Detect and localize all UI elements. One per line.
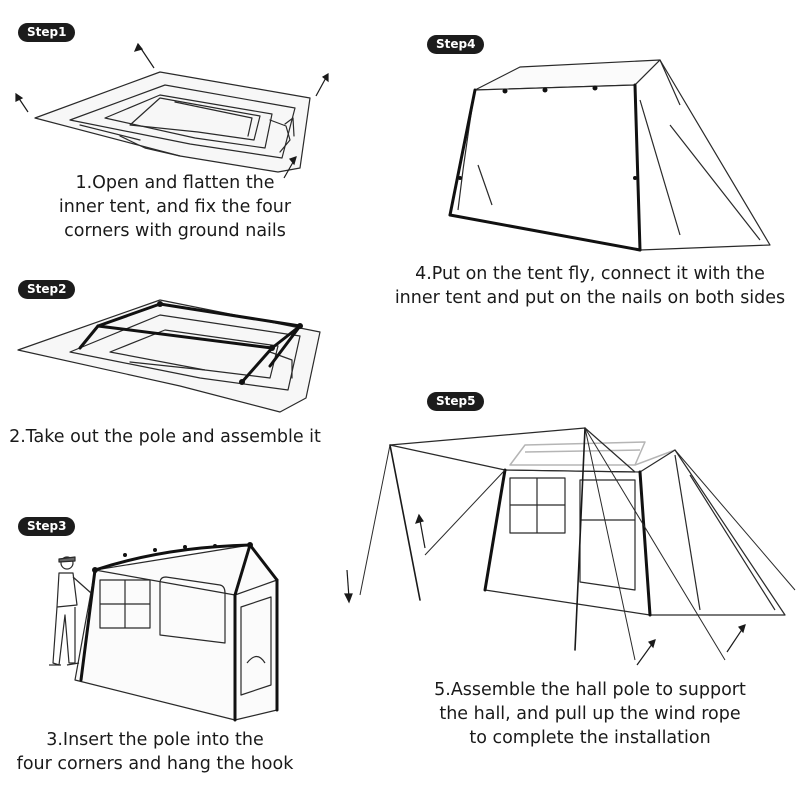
step3-caption: 3.Insert the pole into the four corners … (0, 728, 310, 776)
ground-nail-icon (416, 515, 425, 548)
step3-illustration (45, 542, 285, 725)
step1-caption-line: inner tent, and fix the four (58, 197, 292, 217)
step5-caption-line: the hall, and pull up the wind rope (439, 704, 741, 724)
step4-caption-line: inner tent and put on the nails on both … (394, 288, 786, 308)
step4-badge: Step4 (427, 35, 485, 54)
step4-caption: 4.Put on the tent fly, connect it with t… (385, 262, 795, 310)
step3-caption-line: four corners and hang the hook (16, 754, 294, 774)
ground-nail-icon (316, 74, 328, 96)
step3-badge: Step3 (18, 517, 76, 536)
step5-illustration (335, 420, 795, 675)
step1-badge: Step1 (18, 23, 76, 42)
ground-nail-icon (135, 44, 154, 68)
step4-illustration (430, 55, 780, 260)
step3-caption-line: 3.Insert the pole into the (46, 730, 264, 750)
step1-caption-line: 1.Open and flatten the (75, 173, 275, 193)
step1-caption: 1.Open and flatten the inner tent, and f… (20, 171, 330, 243)
step2-caption: 2.Take out the pole and assemble it (0, 425, 330, 449)
step1-illustration (10, 40, 340, 185)
ground-nail-icon (16, 94, 28, 112)
step4-caption-line: 4.Put on the tent fly, connect it with t… (415, 264, 765, 284)
ground-nail-icon (727, 625, 745, 652)
step5-badge: Step5 (427, 392, 485, 411)
step2-illustration (10, 290, 330, 420)
step2-badge: Step2 (18, 280, 76, 299)
ground-nail-icon (637, 640, 655, 665)
step1-caption-line: corners with ground nails (64, 221, 286, 241)
person-figure (49, 557, 91, 665)
step5-caption-line: to complete the installation (469, 728, 711, 748)
ground-nail-icon (345, 570, 352, 602)
step5-caption: 5.Assemble the hall pole to support the … (400, 678, 780, 750)
ground-nail-icon (284, 157, 296, 178)
step2-caption-line: 2.Take out the pole and assemble it (9, 427, 321, 447)
step5-caption-line: 5.Assemble the hall pole to support (434, 680, 746, 700)
